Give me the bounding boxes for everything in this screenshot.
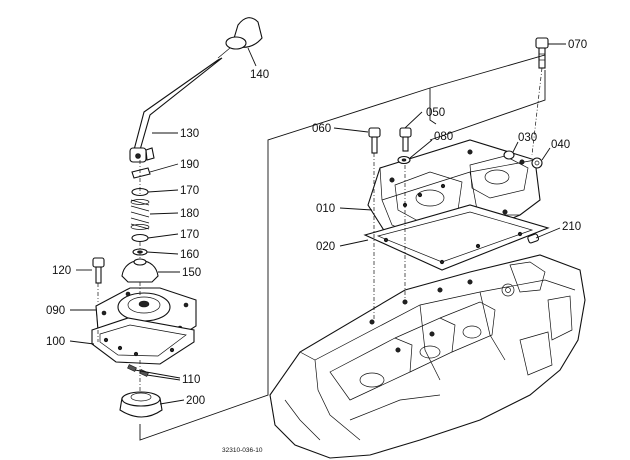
label-100: 100: [46, 336, 65, 348]
bolt-120: [92, 257, 105, 284]
label-090: 090: [46, 305, 65, 317]
shift-lever-130: [129, 47, 231, 163]
transmission-case: [269, 254, 586, 459]
label-060: 060: [312, 123, 331, 135]
label-050: 050: [426, 107, 445, 119]
label-210: 210: [562, 221, 581, 233]
gasket-020: [363, 204, 550, 271]
label-010: 010: [316, 203, 335, 215]
gasket-100: [91, 317, 195, 365]
label-200: 200: [186, 395, 205, 407]
label-170-upper: 170: [180, 185, 199, 197]
label-030: 030: [518, 132, 537, 144]
assembly-lines: [97, 54, 546, 441]
label-150: 150: [182, 267, 201, 279]
label-170-lower: 170: [180, 229, 199, 241]
part-labels: 070 140 050 060 080 030 040 130 190 170 …: [46, 39, 587, 454]
label-040: 040: [551, 139, 570, 151]
label-020: 020: [316, 241, 335, 253]
bolt-060: [368, 127, 381, 154]
label-130: 130: [180, 128, 199, 140]
bolt-070: [535, 37, 549, 69]
label-160: 160: [180, 249, 199, 261]
label-120: 120: [52, 265, 71, 277]
reference-code: 32310-036-10: [222, 447, 263, 454]
label-110: 110: [182, 374, 200, 386]
plug-030: [503, 150, 515, 160]
label-080: 080: [434, 131, 453, 143]
plug-040: [531, 157, 543, 169]
shift-knob-140: [225, 17, 263, 50]
washer-170b: [131, 233, 149, 243]
boot-150: [121, 258, 159, 283]
leader-lines: [69, 43, 566, 405]
pin-190: [131, 167, 151, 179]
label-190: 190: [180, 159, 199, 171]
bolt-050: [399, 127, 412, 152]
spring-180: [130, 199, 150, 230]
label-140: 140: [250, 69, 269, 81]
washer-080: [397, 155, 411, 165]
label-070: 070: [568, 39, 587, 51]
label-180: 180: [180, 208, 199, 220]
seal-200: [119, 391, 163, 418]
